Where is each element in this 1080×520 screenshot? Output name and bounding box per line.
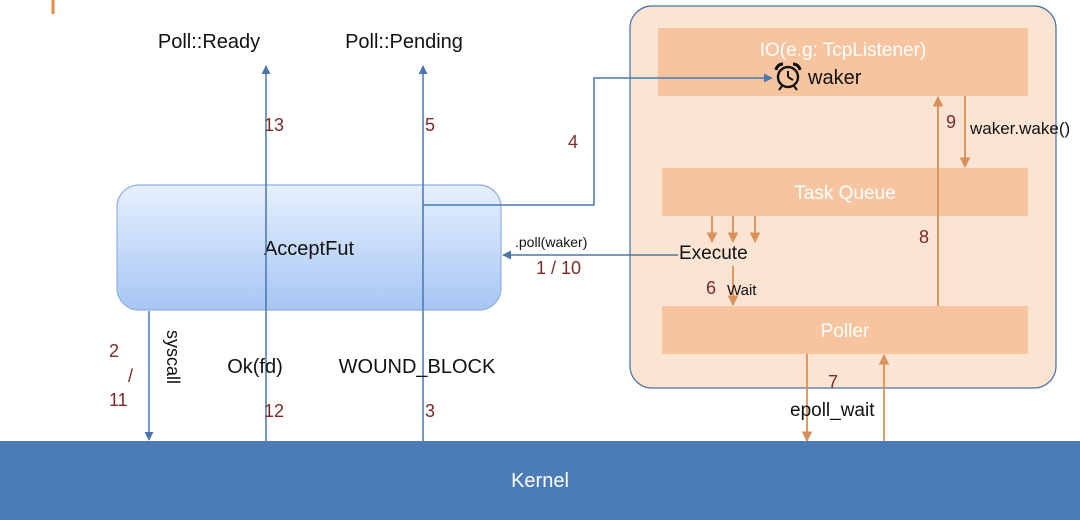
step-9: 9	[946, 112, 956, 132]
accept-future-label: AcceptFut	[264, 238, 354, 260]
step-2: 2	[109, 341, 119, 361]
step-7: 7	[828, 372, 838, 392]
wait-label: Wait	[727, 282, 757, 299]
step-5: 5	[425, 115, 435, 135]
register-waker-arrow	[423, 73, 773, 206]
step-slash: /	[128, 366, 133, 386]
step-12: 12	[264, 401, 284, 421]
task-queue-label: Task Queue	[794, 183, 895, 204]
step-13: 13	[264, 115, 284, 135]
poll-call-label: .poll(waker)	[515, 234, 587, 250]
would-block-label: WOUND_BLOCK	[339, 356, 496, 378]
step-11: 11	[109, 390, 128, 410]
task-queue-box	[662, 168, 1028, 216]
step-1-10: 1 / 10	[536, 258, 581, 278]
poll-ready-label: Poll::Ready	[158, 31, 260, 53]
execute-label: Execute	[679, 243, 748, 264]
waker-wake-label: waker.wake()	[969, 119, 1070, 138]
step-3: 3	[425, 401, 435, 421]
poller-label: Poller	[821, 321, 870, 342]
waker-label: waker	[807, 67, 862, 89]
kernel-label: Kernel	[511, 470, 569, 492]
syscall-label: syscall	[163, 330, 183, 384]
step-8: 8	[919, 227, 929, 247]
poll-pending-label: Poll::Pending	[345, 31, 463, 53]
accept-future-box	[116, 184, 502, 311]
kernel-bar	[0, 441, 1080, 520]
epoll-wait-label: epoll_wait	[790, 400, 875, 421]
alarm-clock-icon	[774, 62, 802, 91]
ok-fd-label: Ok(fd)	[227, 356, 283, 378]
step-4: 4	[568, 132, 578, 152]
step-6: 6	[706, 278, 716, 298]
poller-box	[662, 306, 1028, 354]
io-box	[658, 28, 1028, 96]
io-label: IO(e.g: TcpListener)	[760, 40, 927, 61]
